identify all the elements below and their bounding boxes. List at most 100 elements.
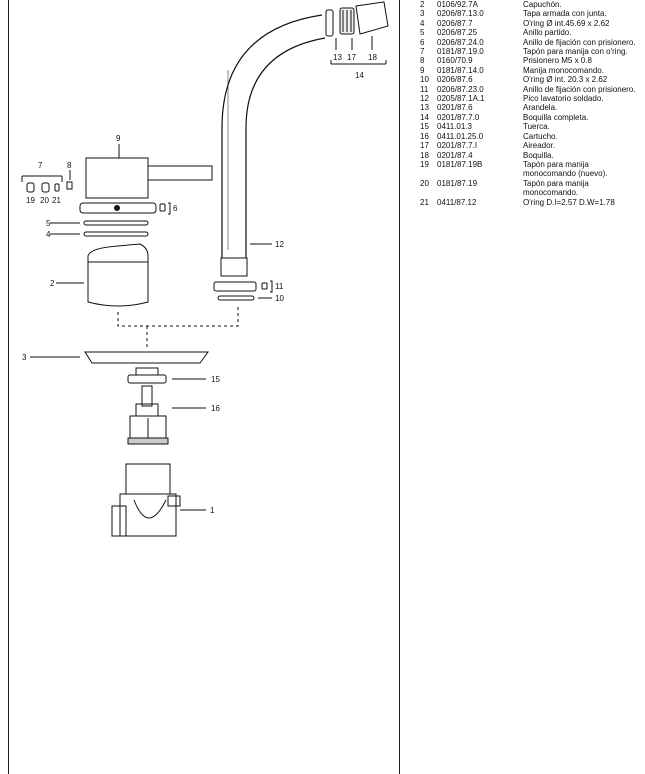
callout-8: 8 <box>67 161 72 170</box>
part-number: 13 <box>420 103 429 113</box>
part-number: 4 <box>420 18 425 28</box>
part-code: 0106/92.7A <box>437 0 478 9</box>
callout-2: 2 <box>50 279 55 288</box>
exploded-diagram: 1 2 3 4 5 6 7 8 9 10 11 12 13 14 15 16 1… <box>21 1 389 537</box>
part-number: 19 <box>420 159 429 169</box>
part-description: Manija monocomando. <box>523 65 604 75</box>
part-description: Boquilla completa. <box>523 112 589 122</box>
spout-part-12 <box>220 14 326 277</box>
part-code: 0206/87.7 <box>437 18 473 28</box>
part-description: O'ring Ø int.45.69 x 2.62 <box>523 18 610 28</box>
parts-list-row: 14 0201/87.7.0 Boquilla completa. <box>420 113 642 122</box>
parts-list-row: 7 0181/87.19.0 Tapón para manija con o'rin… <box>420 47 642 56</box>
part-description: Boquilla. <box>523 150 554 160</box>
callout-20: 20 <box>40 196 49 205</box>
callout-3: 3 <box>22 353 27 362</box>
callout-4: 4 <box>46 230 51 239</box>
nozzle-part-18 <box>355 1 389 35</box>
washer-part-13 <box>325 9 334 37</box>
part-number: 18 <box>420 150 429 160</box>
part-number: 2 <box>420 0 425 9</box>
part-code: 0411.01.3 <box>437 122 472 132</box>
part-description: Tuerca. <box>523 122 550 132</box>
part-code: 0201/87.7.0 <box>437 112 480 122</box>
part-code: 0181/87.14.0 <box>437 65 484 75</box>
part-description: Tapón para manija monocomando. <box>523 178 589 198</box>
oring-part-10 <box>217 295 255 301</box>
part-number: 15 <box>420 122 429 132</box>
part-code: 0206/87.25 <box>437 28 478 38</box>
fixing-ring-part-6 <box>79 202 171 215</box>
part-description: Anillo de fijación con prisionero. <box>523 84 636 94</box>
part-code: 0181/87.19 <box>437 178 478 188</box>
callout-16: 16 <box>211 404 220 413</box>
part-number: 11 <box>420 84 429 94</box>
parts-list-row: 18 0201/87.4 Boquilla. <box>420 151 642 160</box>
part-number: 7 <box>420 47 425 57</box>
part-number: 17 <box>420 141 429 151</box>
cartridge-part-16 <box>127 385 206 445</box>
parts-list-row: 9 0181/87.14.0 Manija monocomando. <box>420 66 642 75</box>
parts-list-row: 20 0181/87.19 Tapón para manija monocomand… <box>420 179 642 198</box>
part-code: 0411.01.25.0 <box>437 131 484 141</box>
callout-21: 21 <box>52 196 61 205</box>
part-description: Cartucho. <box>523 131 558 141</box>
part-code: 0181/87.19B <box>437 159 483 169</box>
part-description: O'ring D.I=2.57 D.W=1.78 <box>523 197 615 207</box>
callout-19: 19 <box>26 196 35 205</box>
parts-list-row: 17 0201/87.7.I Aireador. <box>420 141 642 150</box>
callout-14: 14 <box>355 71 364 80</box>
part-number: 3 <box>420 9 425 19</box>
callout-17: 17 <box>347 53 356 62</box>
fixing-ring-part-11 <box>213 281 257 292</box>
callout-1: 1 <box>210 506 215 515</box>
callout-7: 7 <box>38 161 43 170</box>
part-description: Aireador. <box>523 141 556 151</box>
part-code: 0201/87.6 <box>437 103 473 113</box>
part-code: 0201/87.7.I <box>437 141 478 151</box>
part-number: 8 <box>420 56 425 66</box>
part-description: Tapón para manija con o'ring. <box>523 47 628 57</box>
parts-list-row: 2 0106/92.7A Capuchón. <box>420 0 642 9</box>
plate-part-3 <box>84 351 209 364</box>
part-number: 10 <box>420 75 429 85</box>
part-description: O'ring Ø int. 20.3 x 2.62 <box>523 75 608 85</box>
callout-10: 10 <box>275 294 284 303</box>
part-number: 14 <box>420 112 429 122</box>
part-number: 9 <box>420 65 425 75</box>
part-code: 0206/87.13.0 <box>437 9 484 19</box>
part-description: Capuchón. <box>523 0 562 9</box>
part-number: 6 <box>420 37 425 47</box>
part-code: 0201/87.4 <box>437 150 473 160</box>
part-number: 12 <box>420 94 429 104</box>
nozzle-assembly-14 <box>325 1 389 65</box>
parts-list-row: 21 0411/87.12 O'ring D.I=2.57 D.W=1.78 <box>420 198 642 207</box>
part-code: 0206/87.23.0 <box>437 84 484 94</box>
part-code: 0411/87.12 <box>437 197 477 207</box>
nut-part-15 <box>127 367 206 384</box>
part-description: Anillo partido. <box>523 28 572 38</box>
part-number: 21 <box>420 197 429 207</box>
body-part-1 <box>111 463 206 537</box>
callout-5: 5 <box>46 219 51 228</box>
parts-list-row: 15 0411.01.3 Tuerca. <box>420 122 642 131</box>
cap-part-2 <box>56 243 149 307</box>
callout-13: 13 <box>333 53 342 62</box>
part-code: 0181/87.19.0 <box>437 47 484 57</box>
part-number: 20 <box>420 178 429 188</box>
part-description: Prisionero M5 x 0.8 <box>523 56 592 66</box>
setscrew-part-8 <box>66 181 73 190</box>
callout-15: 15 <box>211 375 220 384</box>
callout-12: 12 <box>275 240 284 249</box>
part-code: 0205/87.1A.1 <box>437 94 485 104</box>
parts-list-row: 11 0206/87.23.0 Anillo de fijación con pri… <box>420 85 642 94</box>
